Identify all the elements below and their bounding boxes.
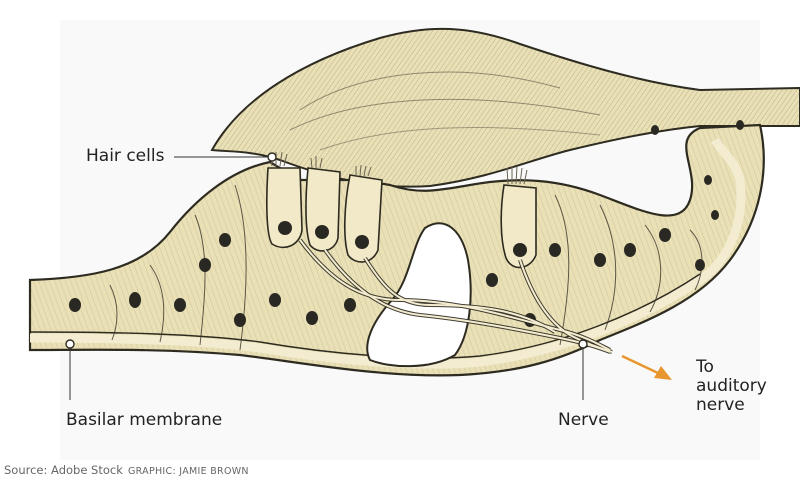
footer: Source: Adobe Stock GRAPHIC: JAMIE BROWN <box>4 459 249 478</box>
to-auditory-nerve-label: To auditory nerve <box>696 358 767 415</box>
to-auditory-nerve-line-1: To <box>696 357 714 377</box>
organ-of-corti <box>28 120 765 377</box>
hair-cells <box>266 151 537 269</box>
cell-nuclei <box>69 120 744 327</box>
to-auditory-nerve-line-2: auditory <box>696 376 767 396</box>
basilar-membrane-label: Basilar membrane <box>66 410 223 430</box>
basilar-membrane-marker <box>65 339 75 349</box>
hair-cells-label: Hair cells <box>86 146 165 166</box>
nerve-label: Nerve <box>558 410 609 430</box>
nerve-marker <box>578 339 588 349</box>
to-auditory-nerve-line-3: nerve <box>696 395 745 415</box>
auditory-nerve-arrow <box>621 354 672 380</box>
leader-lines <box>69 156 584 400</box>
source-text: Source: Adobe Stock <box>4 463 123 477</box>
credit-text: GRAPHIC: JAMIE BROWN <box>127 466 249 477</box>
